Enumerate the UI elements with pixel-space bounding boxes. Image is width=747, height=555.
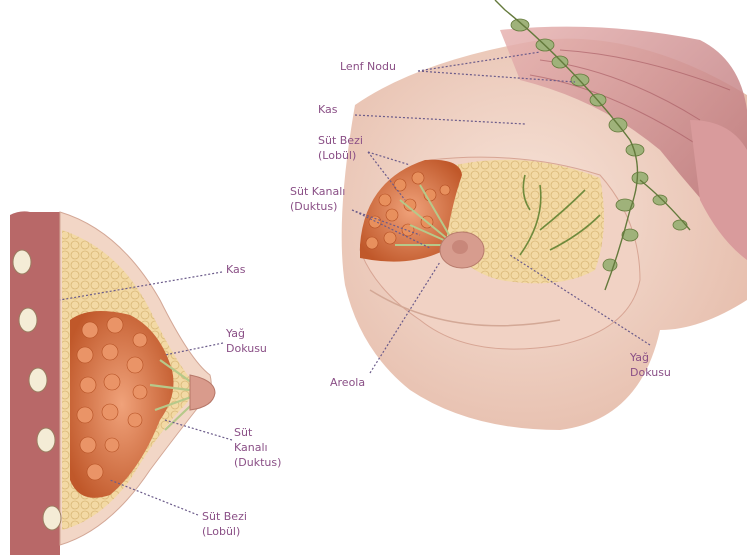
label-areola-text: Areola bbox=[330, 375, 365, 390]
label-milk-duct-top-line1: Süt Kanalı bbox=[290, 184, 345, 199]
label-milk-duct-top-line2: (Duktus) bbox=[290, 199, 345, 214]
label-mammary-gland-top-line1: Süt Bezi bbox=[318, 133, 363, 148]
label-muscle-top: Kas bbox=[318, 102, 338, 117]
label-mammary-gland-top-line2: (Lobül) bbox=[318, 148, 363, 163]
label-muscle-side-text: Kas bbox=[226, 262, 246, 277]
label-fat-tissue-top: Yağ Dokusu bbox=[630, 350, 671, 380]
label-fat-tissue-side-line1: Yağ bbox=[226, 326, 267, 341]
label-milk-duct-side: Süt Kanalı (Duktus) bbox=[234, 425, 281, 470]
label-milk-duct-side-line1: Süt bbox=[234, 425, 281, 440]
label-fat-tissue-top-line2: Dokusu bbox=[630, 365, 671, 380]
label-fat-tissue-side-line2: Dokusu bbox=[226, 341, 267, 356]
label-muscle-top-text: Kas bbox=[318, 102, 338, 117]
label-muscle-side: Kas bbox=[226, 262, 246, 277]
label-mammary-gland-side-line2: (Lobül) bbox=[202, 524, 247, 539]
chest-illustration bbox=[342, 0, 747, 430]
label-fat-tissue-top-line1: Yağ bbox=[630, 350, 671, 365]
label-areola: Areola bbox=[330, 375, 365, 390]
label-lymph-node-text: Lenf Nodu bbox=[340, 59, 396, 74]
label-milk-duct-side-line2: Kanalı bbox=[234, 440, 281, 455]
label-milk-duct-side-line3: (Duktus) bbox=[234, 455, 281, 470]
label-mammary-gland-top: Süt Bezi (Lobül) bbox=[318, 133, 363, 163]
label-fat-tissue-side: Yağ Dokusu bbox=[226, 326, 267, 356]
label-lymph-node: Lenf Nodu bbox=[340, 59, 396, 74]
label-mammary-gland-side-line1: Süt Bezi bbox=[202, 509, 247, 524]
sagittal-section bbox=[10, 211, 215, 555]
label-milk-duct-top: Süt Kanalı (Duktus) bbox=[290, 184, 345, 214]
label-mammary-gland-side: Süt Bezi (Lobül) bbox=[202, 509, 247, 539]
